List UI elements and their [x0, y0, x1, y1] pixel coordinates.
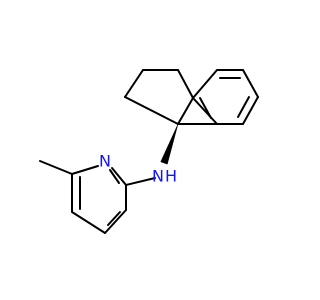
amine-hydrogen-label: H — [165, 167, 177, 186]
bond-ar-6 — [192, 97, 218, 125]
bond-py-double-3 — [107, 211, 121, 226]
molecule-diagram: N N H — [39, 69, 259, 234]
bond-ar-double-2 — [237, 96, 250, 118]
bond-py-1 — [111, 167, 127, 186]
bond-py-2 — [71, 165, 99, 175]
bond-layer — [39, 69, 259, 234]
stereo-wedge-bond — [160, 123, 179, 165]
bond-methyl — [39, 160, 73, 175]
bond-ar-4 — [242, 96, 259, 125]
bond-sat-3 — [124, 69, 144, 98]
bond-py-5 — [104, 209, 127, 234]
bond-sat-1 — [177, 69, 194, 99]
bond-ar-double-3 — [199, 97, 212, 119]
atom-label-layer: N N H — [99, 152, 177, 186]
amine-nitrogen-label: N — [152, 167, 164, 186]
bond-py-4 — [71, 211, 106, 234]
bond-sat-6 — [177, 97, 194, 125]
pyridine-nitrogen-label: N — [99, 152, 111, 171]
bond-py-double-1 — [109, 169, 120, 184]
bond-nh-pyridine — [125, 177, 156, 186]
bond-ar-1 — [192, 69, 218, 99]
bond-sat-4 — [124, 96, 179, 125]
bond-ar-3 — [242, 69, 259, 98]
